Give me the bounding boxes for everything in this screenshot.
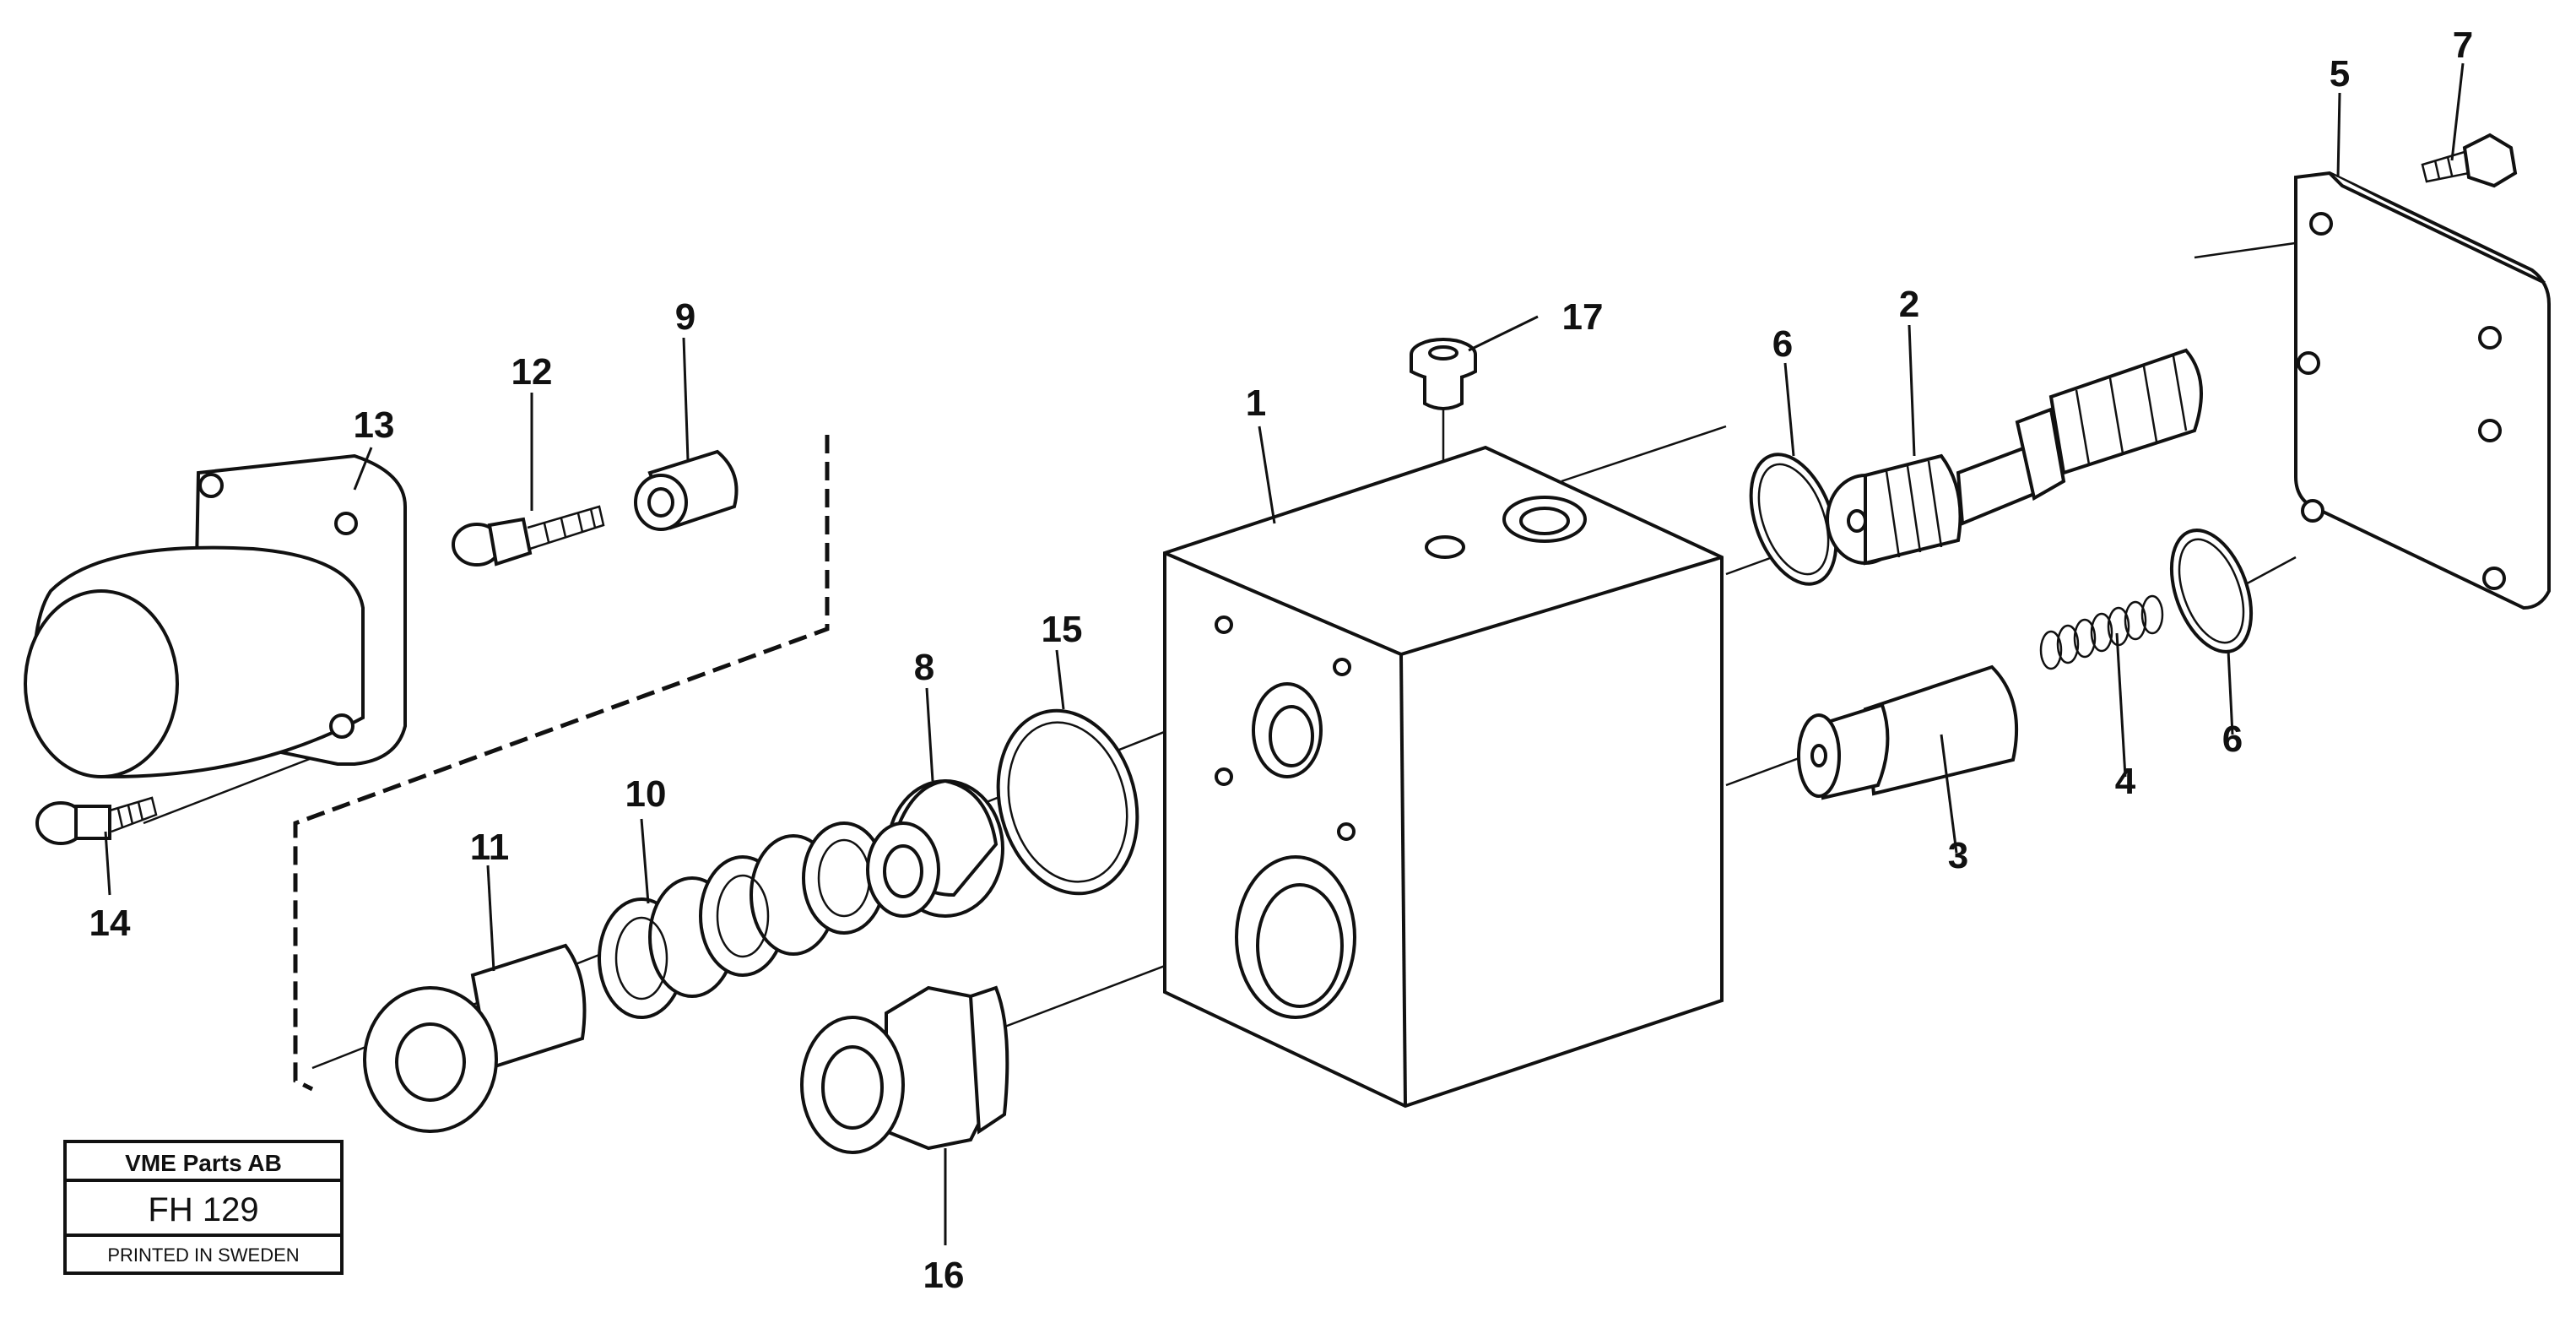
callout-6-upper: 6 (1772, 323, 1793, 365)
title-block-company: VME Parts AB (125, 1150, 282, 1176)
spring-part-4 (2039, 594, 2164, 670)
cover-plate-part-5 (2294, 171, 2551, 610)
screw-part-14 (35, 796, 158, 845)
callout-10: 10 (625, 773, 667, 815)
spool-part-2 (1826, 348, 2203, 566)
valve-body-part (1163, 445, 1724, 1109)
plug-part (1410, 338, 1477, 410)
solenoid-cover-part (24, 453, 407, 779)
callout-17: 17 (1562, 296, 1604, 338)
title-block-code: FH 129 (148, 1191, 258, 1228)
callout-3: 3 (1948, 835, 1968, 876)
sleeve-part-9 (634, 449, 739, 531)
screw-part-12 (452, 505, 605, 567)
callout-9: 9 (675, 296, 695, 338)
union-part-16 (800, 985, 1009, 1154)
spring-part-10 (598, 821, 886, 1019)
callout-labels: 1 2 3 4 5 6 6 7 8 9 10 11 12 13 14 15 16… (89, 24, 2474, 1296)
callout-4: 4 (2115, 761, 2136, 802)
callout-11: 11 (470, 827, 510, 868)
leader-lines (104, 62, 2465, 1245)
callout-15: 15 (1042, 609, 1083, 650)
callout-14: 14 (89, 903, 131, 944)
callout-12: 12 (511, 351, 553, 393)
callout-6-lower: 6 (2222, 718, 2243, 760)
callout-13: 13 (354, 404, 395, 446)
callout-16: 16 (923, 1255, 965, 1296)
screw-part-7 (2421, 133, 2518, 188)
callout-2: 2 (1899, 284, 1919, 325)
title-block-footer: PRINTED IN SWEDEN (107, 1244, 299, 1266)
bushing-part-11 (363, 943, 587, 1133)
piston-part-3 (1797, 664, 2019, 800)
callout-1: 1 (1246, 382, 1266, 424)
o-ring-part-15 (996, 708, 1139, 896)
dashed-alignment-bracket (293, 435, 830, 1092)
title-block: VME Parts AB FH 129 PRINTED IN SWEDEN (63, 1140, 344, 1275)
callout-7: 7 (2453, 24, 2473, 66)
callout-5: 5 (2330, 53, 2350, 95)
spring-seat-part-8 (866, 778, 1004, 918)
o-ring-part-6-lower (2169, 529, 2254, 653)
callout-8: 8 (914, 647, 934, 688)
